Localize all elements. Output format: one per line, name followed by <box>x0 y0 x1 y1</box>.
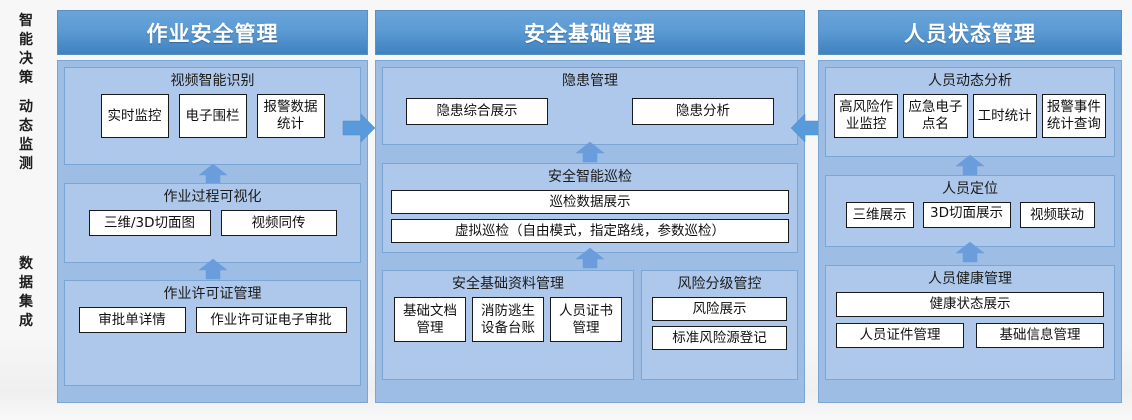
group-title: 隐患管理 <box>562 73 618 89</box>
group-title: 人员健康管理 <box>928 271 1012 287</box>
group-title: 安全基础资料管理 <box>452 276 564 292</box>
group-personnel-dynamics[interactable]: 人员动态分析 高风险作业监控 应急电子点名 工时统计 报警事件统计查询 <box>825 67 1115 157</box>
rail-label-text-1: 智能决策 <box>19 13 33 86</box>
group-work-permit[interactable]: 作业许可证管理 审批单详情 作业许可证电子审批 <box>64 280 361 386</box>
item-box[interactable]: 标准风险源登记 <box>652 326 787 350</box>
group-title: 作业许可证管理 <box>163 286 262 302</box>
item-box[interactable]: 隐患分析 <box>632 98 774 125</box>
panel-body-personnel-status: 人员动态分析 高风险作业监控 应急电子点名 工时统计 报警事件统计查询 人员定位… <box>818 60 1122 403</box>
item-box[interactable]: 报警事件统计查询 <box>1041 94 1106 138</box>
item-box[interactable]: 人员证件管理 <box>836 323 964 348</box>
panel-body-safety-foundation: 隐患管理 隐患综合展示 隐患分析 安全智能巡检 巡检数据展示 虚拟巡检（自由模式… <box>375 60 805 403</box>
item-box[interactable]: 作业许可证电子审批 <box>195 307 347 333</box>
group-items: 审批单详情 作业许可证电子审批 <box>65 307 360 341</box>
panel-personnel-status: 人员状态管理 人员动态分析 高风险作业监控 应急电子点名 工时统计 报警事件统计… <box>818 10 1122 403</box>
item-box[interactable]: 风险展示 <box>652 297 787 321</box>
group-items: 高风险作业监控 应急电子点名 工时统计 报警事件统计查询 <box>826 94 1114 146</box>
group-items: 三维/3D切面图 视频同传 <box>65 210 360 244</box>
group-title: 风险分级管控 <box>677 276 762 292</box>
item-box[interactable]: 工时统计 <box>972 94 1037 138</box>
panel-safety-foundation: 安全基础管理 隐患管理 隐患综合展示 隐患分析 安全智能巡检 巡检数据展示 虚拟… <box>375 10 805 403</box>
group-safety-documents[interactable]: 安全基础资料管理 基础文档管理 消防逃生设备台账 人员证书管理 <box>382 270 634 380</box>
item-box[interactable]: 高风险作业监控 <box>834 94 899 138</box>
item-box[interactable]: 应急电子点名 <box>903 94 968 138</box>
group-items: 三维展示 3D切面展示 视频联动 <box>826 202 1114 236</box>
group-title: 安全智能巡检 <box>548 169 632 185</box>
arrow-up-icon <box>955 154 985 176</box>
rail-label-text-2: 动态监测 <box>19 99 33 172</box>
arrow-up-icon <box>575 141 605 163</box>
panel-operation-safety: 作业安全管理 视频智能识别 实时监控 电子围栏 报警数据统计 作业过程可视化 三… <box>57 10 368 403</box>
group-title: 作业过程可视化 <box>163 189 262 205</box>
group-process-visualization[interactable]: 作业过程可视化 三维/3D切面图 视频同传 <box>64 183 361 263</box>
item-row: 人员证件管理 基础信息管理 <box>836 323 1104 348</box>
group-personnel-health[interactable]: 人员健康管理 健康状态展示 人员证件管理 基础信息管理 <box>825 265 1115 380</box>
arrow-up-icon <box>197 163 228 185</box>
item-box[interactable]: 巡检数据展示 <box>391 190 789 214</box>
group-title: 人员定位 <box>942 181 998 197</box>
item-box[interactable]: 消防逃生设备台账 <box>472 297 544 342</box>
group-smart-inspection[interactable]: 安全智能巡检 巡检数据展示 虚拟巡检（自由模式，指定路线，参数巡检） <box>382 163 798 253</box>
panel-title-personnel-status: 人员状态管理 <box>818 10 1122 55</box>
group-title: 人员动态分析 <box>928 73 1012 89</box>
group-items: 实时监控 电子围栏 报警数据统计 <box>65 94 360 146</box>
rail-label-group-decision: 智能决策 动态监测 <box>0 12 52 174</box>
item-box[interactable]: 基础文档管理 <box>394 297 466 342</box>
group-hazard-management[interactable]: 隐患管理 隐患综合展示 隐患分析 <box>382 67 798 145</box>
group-items: 巡检数据展示 虚拟巡检（自由模式，指定路线，参数巡检） <box>383 190 797 251</box>
group-risk-grading[interactable]: 风险分级管控 风险展示 标准风险源登记 <box>641 270 798 380</box>
item-box[interactable]: 三维/3D切面图 <box>88 210 211 236</box>
item-box[interactable]: 3D切面展示 <box>922 202 1011 228</box>
panel-title-safety-foundation: 安全基础管理 <box>375 10 805 55</box>
arrow-right-icon <box>342 113 376 143</box>
item-box[interactable]: 报警数据统计 <box>256 94 325 138</box>
item-box[interactable]: 健康状态展示 <box>836 292 1104 317</box>
rail-label-text-3: 数据集成 <box>19 256 33 329</box>
group-personnel-positioning[interactable]: 人员定位 三维展示 3D切面展示 视频联动 <box>825 175 1115 247</box>
item-box[interactable]: 电子围栏 <box>178 94 247 138</box>
item-box[interactable]: 隐患综合展示 <box>406 98 548 125</box>
item-box[interactable]: 基础信息管理 <box>976 323 1104 348</box>
group-items: 风险展示 标准风险源登记 <box>642 297 797 358</box>
arrow-up-icon <box>197 258 228 280</box>
item-box[interactable]: 实时监控 <box>100 94 169 138</box>
item-box[interactable]: 视频联动 <box>1019 202 1095 228</box>
panel-title-operation-safety: 作业安全管理 <box>57 10 368 55</box>
item-box[interactable]: 虚拟巡检（自由模式，指定路线，参数巡检） <box>391 219 789 243</box>
group-title: 视频智能识别 <box>170 73 255 89</box>
item-box[interactable]: 审批单详情 <box>78 307 186 333</box>
item-box[interactable]: 人员证书管理 <box>550 297 622 342</box>
group-items: 基础文档管理 消防逃生设备台账 人员证书管理 <box>383 297 633 350</box>
left-rail: 智能决策 动态监测 数据集成 <box>0 0 52 420</box>
item-box[interactable]: 视频同传 <box>220 210 337 236</box>
rail-label-group-data: 数据集成 <box>0 255 52 331</box>
group-items: 隐患综合展示 隐患分析 <box>383 94 797 133</box>
panel-body-operation-safety: 视频智能识别 实时监控 电子围栏 报警数据统计 作业过程可视化 三维/3D切面图… <box>57 60 368 403</box>
group-video-recognition[interactable]: 视频智能识别 实时监控 电子围栏 报警数据统计 <box>64 67 361 165</box>
group-items: 健康状态展示 人员证件管理 基础信息管理 <box>826 292 1114 356</box>
rail-spacer <box>0 88 52 98</box>
item-box[interactable]: 三维展示 <box>845 202 914 228</box>
arrow-up-icon <box>575 247 605 269</box>
arrow-up-icon <box>955 241 985 263</box>
